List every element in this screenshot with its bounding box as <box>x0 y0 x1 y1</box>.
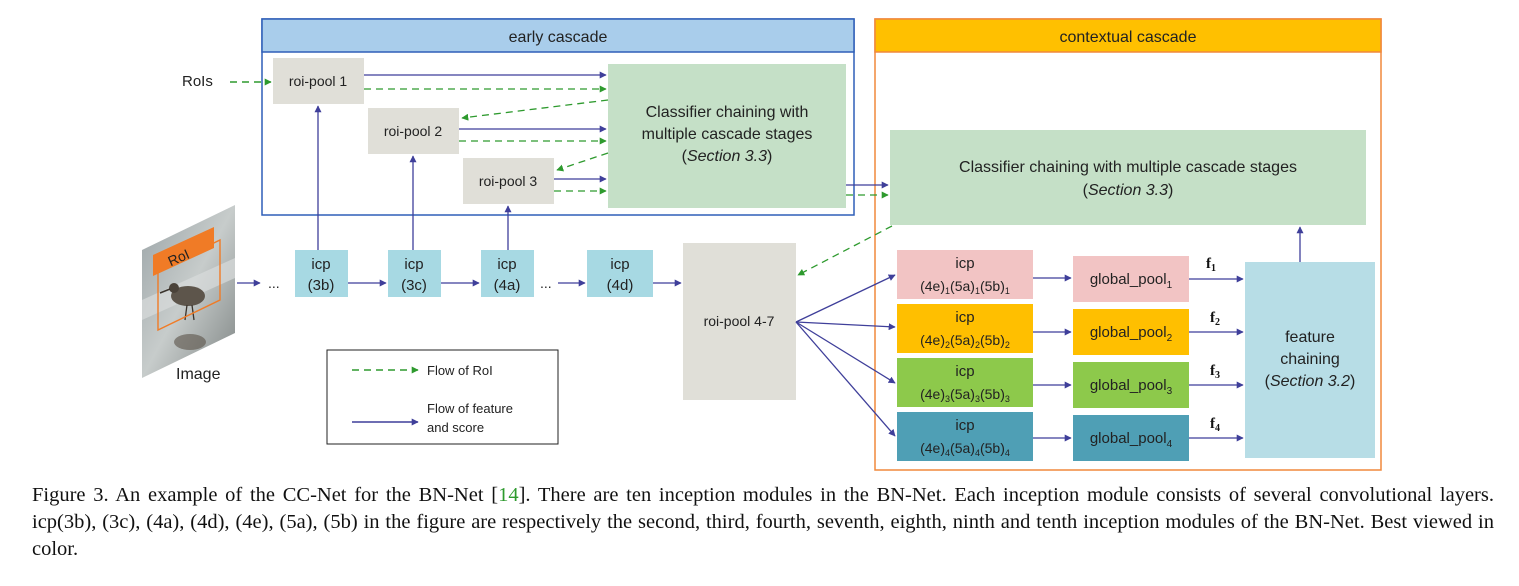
ellipsis-2: ... <box>540 275 552 291</box>
svg-text:global_pool2: global_pool2 <box>1090 324 1173 344</box>
svg-text:global_pool1: global_pool1 <box>1090 271 1173 291</box>
svg-text:(Section 3.2): (Section 3.2) <box>1265 373 1356 390</box>
contextual-cascade-title: contextual cascade <box>1060 29 1197 46</box>
svg-text:(4e)4(5a)4(5b)4: (4e)4(5a)4(5b)4 <box>920 440 1010 458</box>
roi-pool-1: roi-pool 1 <box>273 58 364 104</box>
global-pool-2: global_pool2 <box>1073 309 1189 355</box>
svg-text:Classifier chaining with multi: Classifier chaining with multiple cascad… <box>959 159 1297 176</box>
svg-text:roi-pool 2: roi-pool 2 <box>384 123 443 139</box>
figure-caption: Figure 3. An example of the CC-Net for t… <box>32 484 1494 560</box>
icp-4d: icp (4d) <box>587 250 653 297</box>
svg-text:(4e)3(5a)3(5b)3: (4e)3(5a)3(5b)3 <box>920 386 1010 404</box>
early-cascade-arrows <box>364 71 609 195</box>
icp-3b: icp (3b) <box>295 250 348 297</box>
feature-f4-label: f4 <box>1210 416 1220 434</box>
svg-text:roi-pool 3: roi-pool 3 <box>479 173 538 189</box>
context-classifier-box: Classifier chaining with multiple cascad… <box>890 130 1366 225</box>
early-classifier-box: Classifier chaining with multiple cascad… <box>608 64 846 208</box>
global-pool-3: global_pool3 <box>1073 362 1189 408</box>
rois-label: RoIs <box>182 73 213 90</box>
svg-text:(3b): (3b) <box>308 277 335 294</box>
context-branch-3: icp (4e)3(5a)3(5b)3 <box>897 358 1033 407</box>
svg-text:global_pool3: global_pool3 <box>1090 377 1173 397</box>
legend-feature-flow-label-1: Flow of feature <box>427 401 513 416</box>
icp-3c: icp (3c) <box>388 250 441 297</box>
svg-text:icp: icp <box>497 256 516 273</box>
context-branch-4: icp (4e)4(5a)4(5b)4 <box>897 412 1033 461</box>
svg-text:chaining: chaining <box>1280 351 1340 368</box>
branch-to-pool-arrows <box>1033 274 1072 442</box>
pool-to-chaining-arrows <box>1189 275 1244 442</box>
svg-text:(4e)1(5a)1(5b)1: (4e)1(5a)1(5b)1 <box>920 278 1010 296</box>
legend-feature-flow-label-2: and score <box>427 420 484 435</box>
icp-4a: icp (4a) <box>481 250 534 297</box>
roi-pool-3: roi-pool 3 <box>463 158 554 204</box>
svg-text:icp: icp <box>955 255 974 272</box>
feature-chaining-box: feature chaining (Section 3.2) <box>1245 262 1375 458</box>
input-image: RoI <box>142 205 235 378</box>
roi-pool-2: roi-pool 2 <box>368 108 459 154</box>
svg-text:roi-pool 4-7: roi-pool 4-7 <box>704 313 775 329</box>
roi-pool-4-7: roi-pool 4-7 <box>683 243 796 400</box>
feature-f1-label: f1 <box>1206 256 1216 274</box>
svg-text:roi-pool 1: roi-pool 1 <box>289 73 348 89</box>
svg-text:icp: icp <box>955 417 974 434</box>
svg-text:(4a): (4a) <box>494 277 521 294</box>
cc-net-diagram: early cascade contextual cascade RoIs ro… <box>142 18 1382 471</box>
svg-text:icp: icp <box>610 256 629 273</box>
context-roi-feedback-arrow <box>797 225 893 276</box>
global-pool-4: global_pool4 <box>1073 415 1189 461</box>
svg-text:Classifier chaining with: Classifier chaining with <box>646 104 809 121</box>
svg-text:icp: icp <box>955 363 974 380</box>
global-pool-1: global_pool1 <box>1073 256 1189 302</box>
fanout-arrows <box>795 274 896 437</box>
backbone-arrows <box>237 105 682 287</box>
citation-link[interactable]: 14 <box>498 484 519 506</box>
feature-f2-label: f2 <box>1210 310 1220 328</box>
context-branch-2: icp (4e)2(5a)2(5b)2 <box>897 304 1033 353</box>
ellipsis-1: ... <box>268 275 280 291</box>
svg-text:(4d): (4d) <box>607 277 634 294</box>
svg-text:(Section 3.3): (Section 3.3) <box>682 148 773 165</box>
legend: Flow of RoI Flow of feature and score <box>326 349 559 445</box>
svg-text:icp: icp <box>955 309 974 326</box>
image-label: Image <box>176 366 221 383</box>
early-cascade-title: early cascade <box>509 29 608 46</box>
svg-text:icp: icp <box>311 256 330 273</box>
svg-text:(3c): (3c) <box>401 277 427 294</box>
feature-f3-label: f3 <box>1210 363 1220 381</box>
legend-roi-flow-label: Flow of RoI <box>427 363 493 378</box>
svg-text:global_pool4: global_pool4 <box>1090 430 1173 450</box>
svg-text:icp: icp <box>404 256 423 273</box>
svg-text:multiple cascade stages: multiple cascade stages <box>642 126 813 143</box>
svg-text:(4e)2(5a)2(5b)2: (4e)2(5a)2(5b)2 <box>920 332 1010 350</box>
svg-text:(Section 3.3): (Section 3.3) <box>1083 182 1174 199</box>
svg-text:feature: feature <box>1285 329 1335 346</box>
context-branch-1: icp (4e)1(5a)1(5b)1 <box>897 250 1033 299</box>
